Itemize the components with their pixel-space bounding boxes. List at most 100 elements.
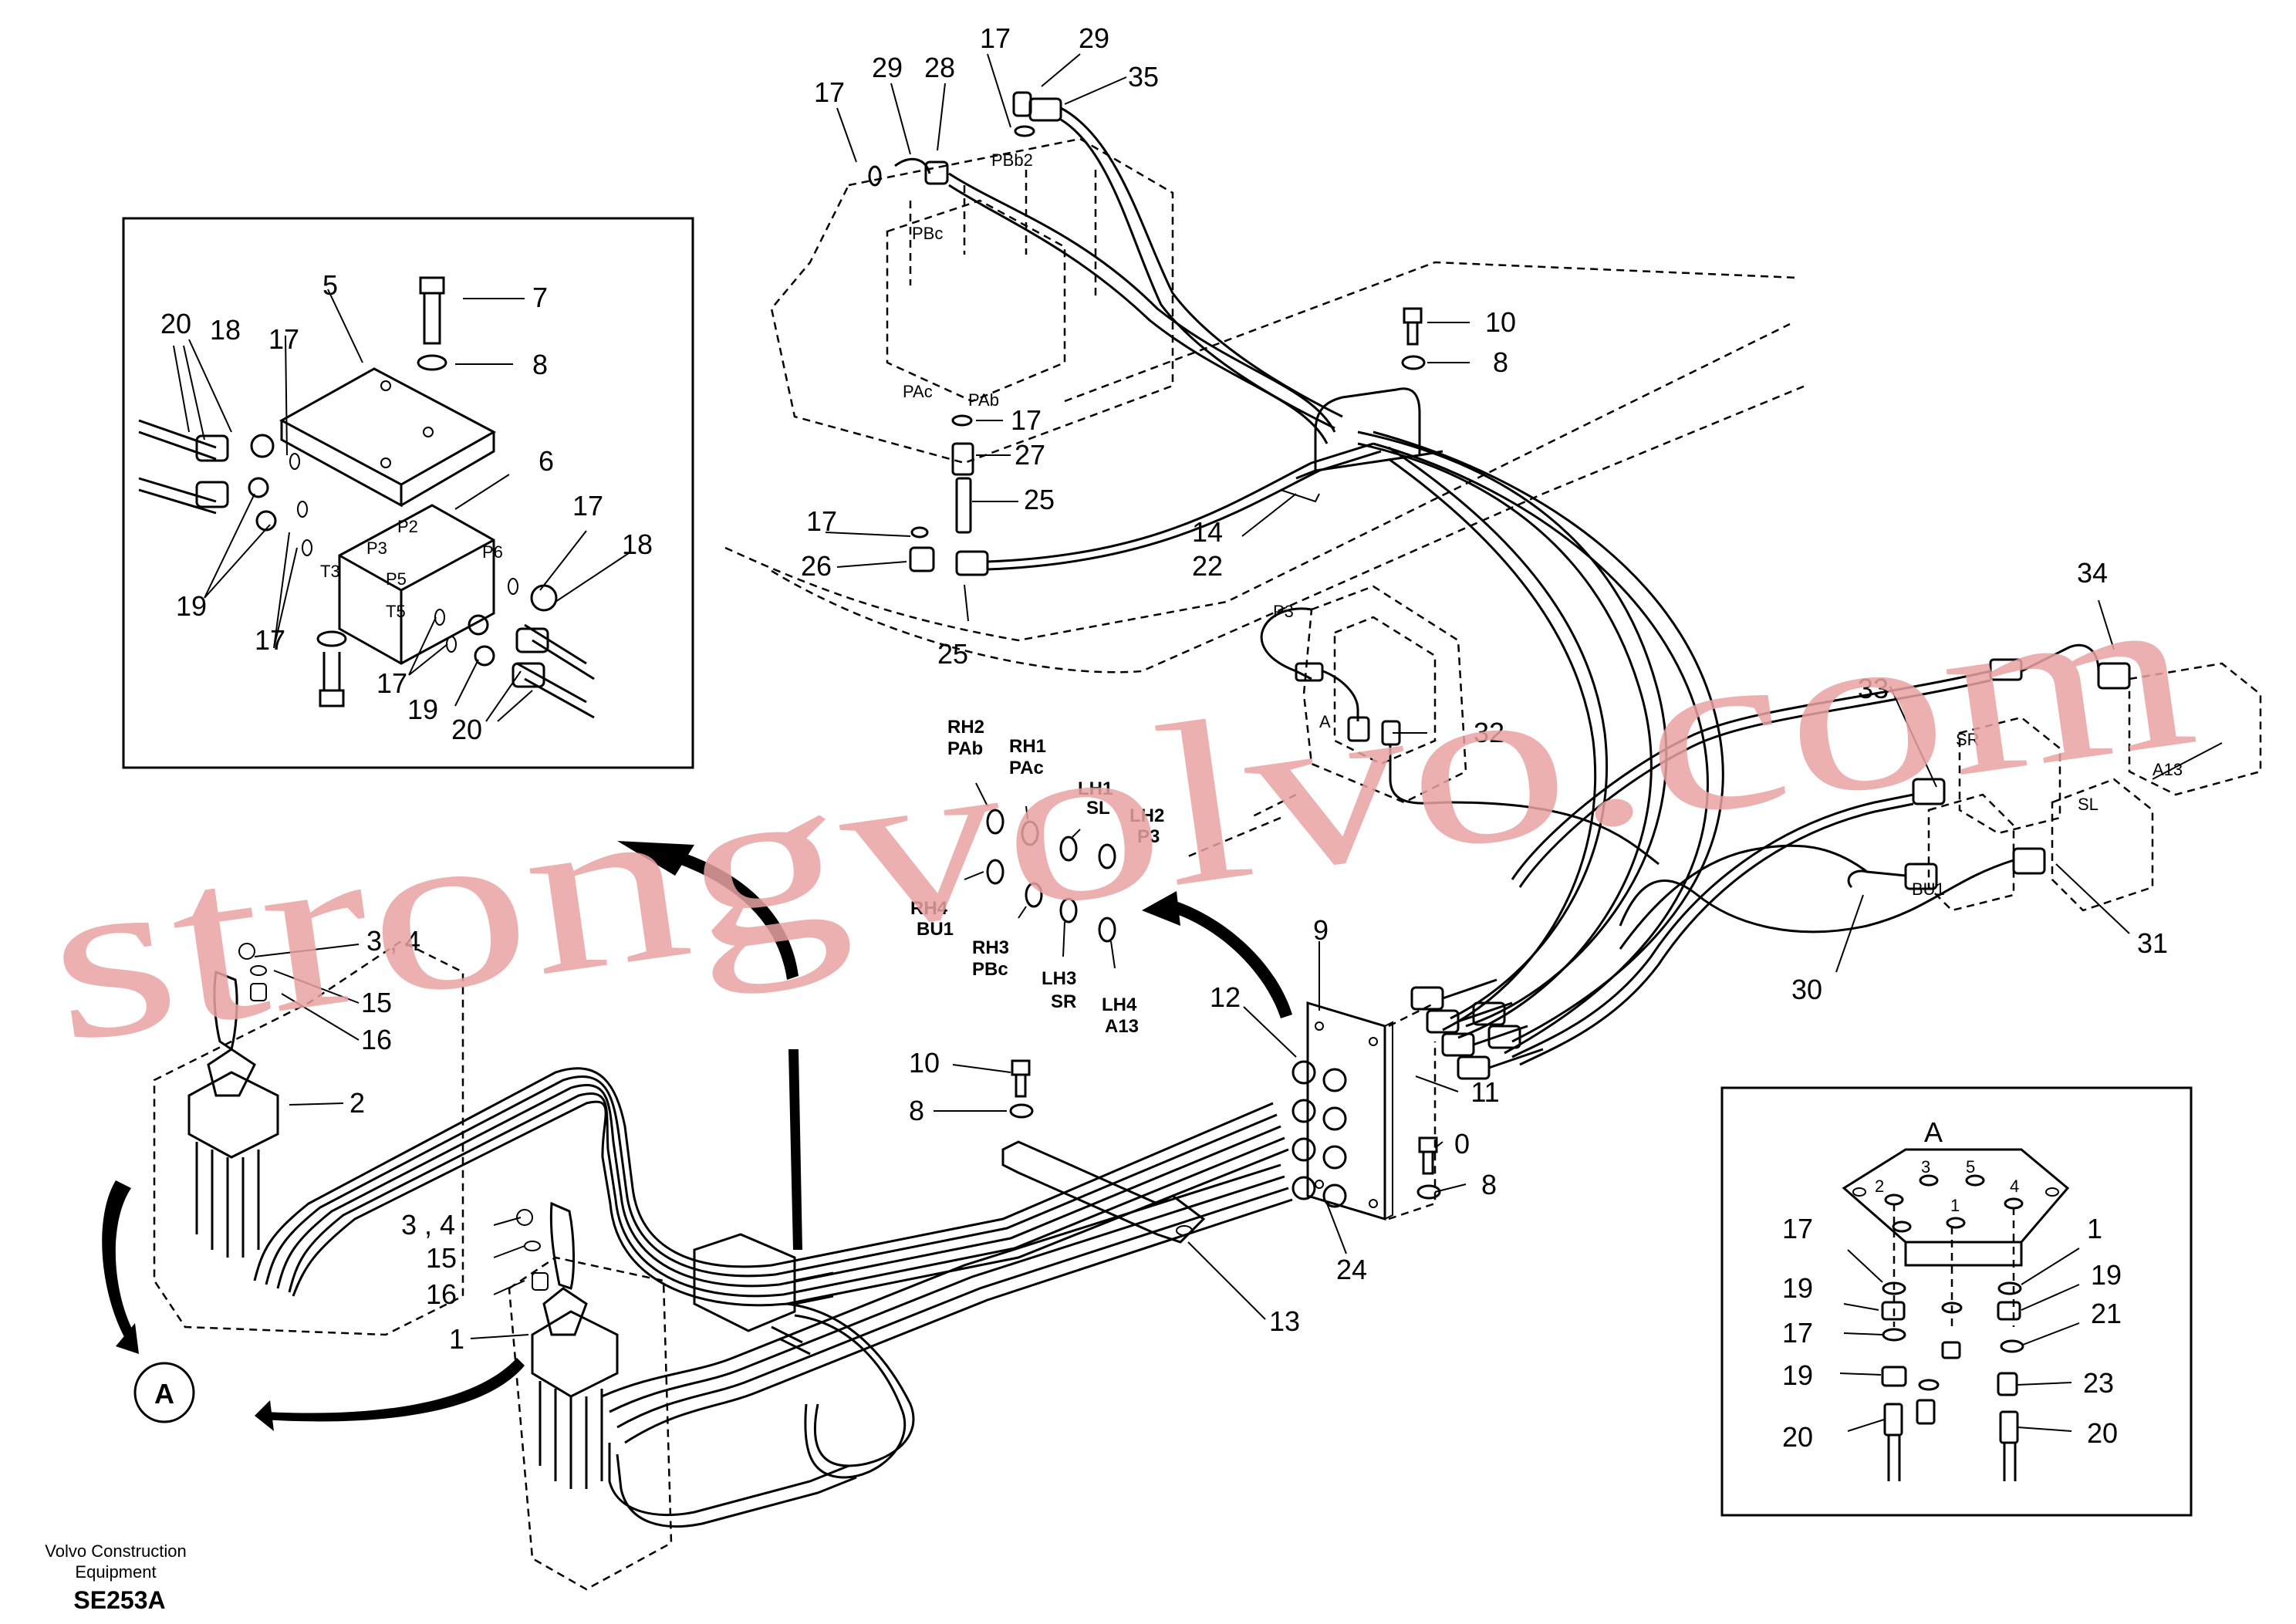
callout-19: 19	[407, 694, 438, 725]
callout-20: 20	[160, 308, 191, 339]
drawing-code: SE253A	[73, 1586, 165, 1614]
callout-3-4: 3 , 4	[401, 1209, 455, 1241]
pin-label: SR	[1051, 991, 1076, 1012]
brand-line-2: Equipment	[75, 1562, 156, 1582]
port-label-sl: SL	[2078, 795, 2098, 814]
callout-35: 35	[1128, 61, 1159, 93]
callout-28: 28	[924, 52, 955, 83]
callout-17: 17	[376, 667, 407, 699]
joystick-left	[102, 940, 464, 1354]
pin-label: LH2	[1129, 805, 1164, 826]
main-callouts: 17 29 28 17 29 35 10 8 17 27 25 17 26 25…	[349, 22, 2168, 1355]
port-label-t5: T5	[386, 602, 406, 621]
port-label-a: A	[1319, 712, 1331, 731]
callout-17: 17	[814, 76, 845, 108]
callout-8: 8	[532, 349, 548, 380]
callout-17: 17	[1782, 1317, 1813, 1349]
callout-5: 5	[322, 269, 338, 301]
callout-19: 19	[1782, 1272, 1813, 1304]
callout-27: 27	[1015, 439, 1045, 471]
callout-20: 20	[451, 714, 482, 745]
pin-label: PAc	[1009, 758, 1044, 778]
callout-10: 10	[1485, 306, 1516, 338]
callout-24: 24	[1336, 1254, 1367, 1285]
port-label-p5: P5	[386, 569, 407, 589]
callout-31: 31	[2137, 927, 2168, 959]
callout-17: 17	[572, 490, 603, 522]
callout-18: 18	[210, 314, 241, 346]
hose-clamp	[1280, 387, 1443, 503]
valve-fittings	[868, 91, 1062, 576]
pin-layout: RH2 PAb RH1 PAc LH1 SL LH2 P3 RH4 BU1 RH…	[910, 717, 1164, 1037]
pin-number: 1	[1950, 1196, 1960, 1215]
callout-1: 1	[2087, 1213, 2102, 1244]
callout-21: 21	[2091, 1298, 2122, 1329]
inset-manifold: 20 18 17 5 7 8 6 17 18 19 17 17 19 20 P2…	[122, 217, 694, 769]
port-label-p3: P3	[366, 539, 387, 558]
control-valve: PBb2 PBc PAc PAb	[724, 137, 1806, 674]
pin-label: RH1	[1009, 736, 1046, 757]
callout-11: 11	[1470, 1076, 1499, 1108]
washer	[417, 354, 447, 371]
port-label-sr: SR	[1956, 730, 1980, 749]
callout-34: 34	[2077, 557, 2108, 589]
callout-3-4: 3 , 4	[366, 925, 420, 957]
callout-17: 17	[1782, 1213, 1813, 1244]
port-label-p3: P3	[1273, 602, 1294, 621]
right-solenoids: SR SL BU1 A13	[1511, 643, 2262, 1066]
callout-17: 17	[1011, 404, 1042, 436]
port-label-pab: PAb	[968, 390, 999, 410]
bracket-plate	[279, 367, 497, 508]
callout-26: 26	[801, 550, 832, 582]
port-label-pac: PAc	[903, 382, 933, 401]
callout-10: 10	[909, 1047, 940, 1079]
callout-8: 8	[1493, 346, 1508, 378]
callout-23: 23	[2083, 1367, 2114, 1399]
joystick-harness	[253, 1067, 1293, 1528]
callout-15: 15	[361, 987, 392, 1018]
callout-12: 12	[1210, 981, 1241, 1013]
port-label-p2: P2	[397, 517, 418, 536]
pin-number: 4	[2010, 1177, 2019, 1196]
pin-label: RH3	[972, 937, 1009, 958]
pin-label: LH4	[1102, 994, 1137, 1015]
callout-16: 16	[361, 1024, 392, 1055]
callout-16: 16	[426, 1278, 457, 1310]
pin-label: RH4	[910, 898, 948, 919]
callout-8: 8	[1481, 1169, 1497, 1200]
pin-label: RH2	[947, 717, 984, 738]
callout-17: 17	[806, 505, 837, 537]
callout-30: 30	[1791, 974, 1822, 1005]
port-label-pbb2: PBb2	[991, 150, 1033, 170]
pin-label: BU1	[917, 919, 954, 940]
rotation-arrows	[617, 841, 1292, 1250]
pin-number: 3	[1921, 1157, 1930, 1177]
pin-number: 2	[1875, 1177, 1884, 1196]
callout-15: 15	[426, 1242, 457, 1274]
port-label-bu1: BU1	[1912, 880, 1945, 899]
pin-label: LH3	[1042, 968, 1076, 989]
port-label-p6: P6	[482, 542, 503, 562]
connector-plate	[1292, 978, 1544, 1221]
pin-number: 5	[1966, 1157, 1975, 1177]
joystick-right	[255, 1201, 673, 1591]
brand-line-1: Volvo Construction	[45, 1541, 186, 1561]
port-label-t3: T3	[320, 562, 340, 581]
callout-19: 19	[1782, 1359, 1813, 1391]
inset-A-frame	[1720, 1086, 2193, 1517]
pin-label: LH1	[1078, 778, 1113, 799]
callout-8: 8	[909, 1095, 924, 1126]
inset-title: A	[1924, 1116, 1943, 1148]
callout-25: 25	[1024, 484, 1055, 515]
callout-2: 2	[349, 1087, 365, 1119]
callout-20: 20	[2087, 1417, 2118, 1449]
callout-17: 17	[255, 624, 285, 656]
callout-33: 33	[1858, 673, 1889, 704]
callout-29: 29	[872, 52, 903, 83]
inset-manifold-frame	[122, 217, 694, 769]
callout-0: 0	[1454, 1128, 1470, 1160]
view-A-marker: A	[133, 1362, 195, 1423]
callout-14: 14	[1192, 516, 1223, 548]
